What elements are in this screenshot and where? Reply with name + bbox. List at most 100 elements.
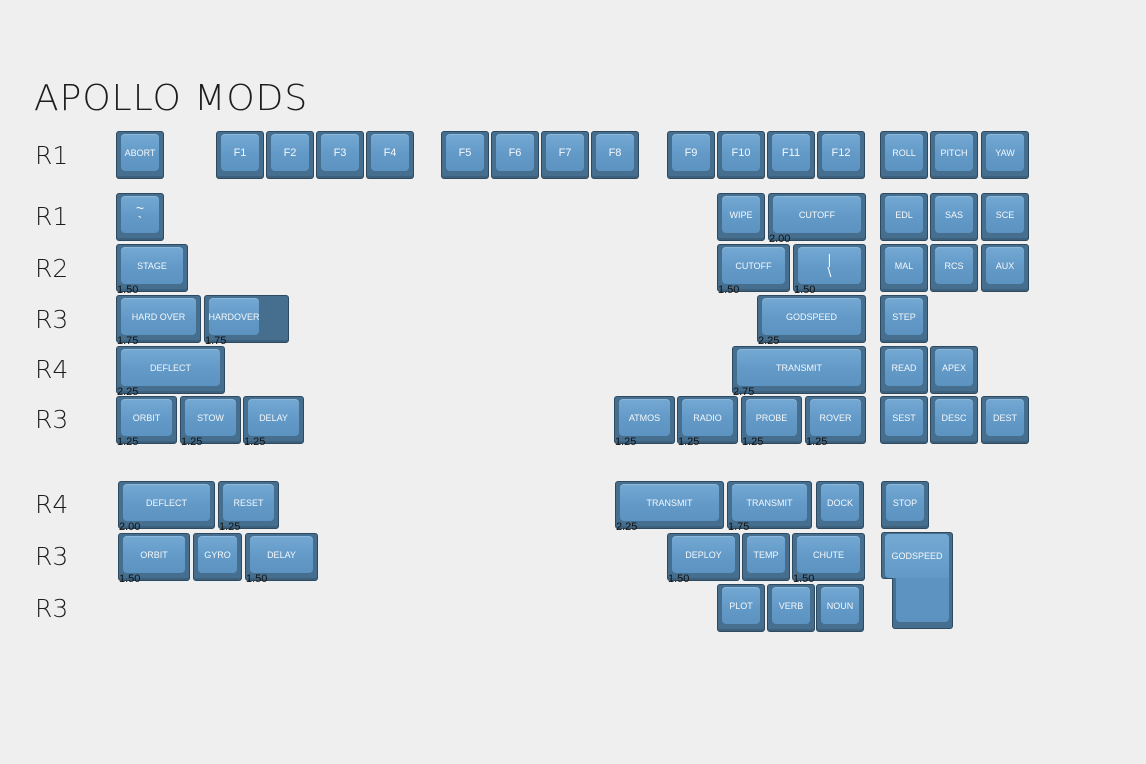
keycap-rcs: RCS [930,244,978,292]
keycap-f12: F12 [817,131,865,179]
size-label: 2.75 [733,386,755,398]
size-label: 1.25 [615,436,637,448]
size-label: 2.25 [117,386,139,398]
keycap-f5: F5 [441,131,489,179]
size-label: 2.25 [758,335,780,347]
keycap-apex: APEX [930,346,978,394]
keycap-stop: STOP [881,481,929,529]
keycap-abort: ABORT [116,131,164,179]
keycap-f7: F7 [541,131,589,179]
size-label: 1.50 [246,573,268,585]
size-label: 1.75 [117,335,139,347]
size-label: 1.50 [793,573,815,585]
keycap-gyro: GYRO [193,533,242,581]
keycap-pipe: | \ 1.50 [793,244,866,296]
keycap-f11: F11 [767,131,815,179]
row-label: R3 [35,305,69,334]
keycap-wipe: WIPE [717,193,765,241]
keycap-mal: MAL [880,244,928,292]
keycap-plot: PLOT [717,584,765,632]
tilde-glyph: ~ [135,199,145,216]
row-label: R4 [35,490,69,519]
keycap-f8: F8 [591,131,639,179]
size-label: 1.50 [668,573,690,585]
keycap-dock: DOCK [816,481,864,529]
keycap-sce: SCE [981,193,1029,241]
keycap-yaw: YAW [981,131,1029,179]
keycap-f4: F4 [366,131,414,179]
keycap-verb: VERB [767,584,815,632]
keycap-pitch: PITCH [930,131,978,179]
row-label: R3 [35,594,69,623]
keycap-godspeed-iso-face-lower [896,575,949,622]
size-label: 1.50 [117,284,139,296]
keycap-roll: ROLL [880,131,928,179]
row-label: R3 [35,542,69,571]
size-label: 1.25 [678,436,700,448]
row-label: R1 [35,202,69,231]
size-label: 1.50 [718,284,740,296]
keycap-sest: SEST [880,396,928,444]
backtick-glyph: ` [137,212,143,229]
size-label: 2.00 [119,521,141,533]
size-label: 1.25 [742,436,764,448]
keycap-tilde: ~ ` [116,193,164,241]
keycap-sas: SAS [930,193,978,241]
keycap-noun: NOUN [816,584,864,632]
keycap-temp: TEMP [742,533,790,581]
row-label: R4 [35,355,69,384]
keycap-godspeed-iso-face: GODSPEED [885,534,949,578]
size-label: 1.75 [728,521,750,533]
size-label: 1.50 [794,284,816,296]
keycap-desc: DESC [930,396,978,444]
size-label: 2.00 [769,233,791,245]
keycap-f9: F9 [667,131,715,179]
backslash-glyph: \ [827,263,832,280]
pipe-glyph: | [827,250,832,267]
page-title: APOLLO MODS [34,78,309,119]
size-label: 1.25 [181,436,203,448]
keycap-f1: F1 [216,131,264,179]
size-label: 1.25 [117,436,139,448]
keycap-f3: F3 [316,131,364,179]
size-label: 1.50 [119,573,141,585]
keycap-step: STEP [880,295,928,343]
keycap-aux: AUX [981,244,1029,292]
keycap-f6: F6 [491,131,539,179]
size-label: 1.25 [244,436,266,448]
size-label: 1.25 [806,436,828,448]
keycap-f2: F2 [266,131,314,179]
keycap-f10: F10 [717,131,765,179]
keycap-edl: EDL [880,193,928,241]
size-label: 1.25 [219,521,241,533]
keycap-read: READ [880,346,928,394]
keycap-dest: DEST [981,396,1029,444]
size-label: 1.75 [205,335,227,347]
row-label: R2 [35,254,69,283]
row-label: R1 [35,141,69,170]
size-label: 2.25 [616,521,638,533]
